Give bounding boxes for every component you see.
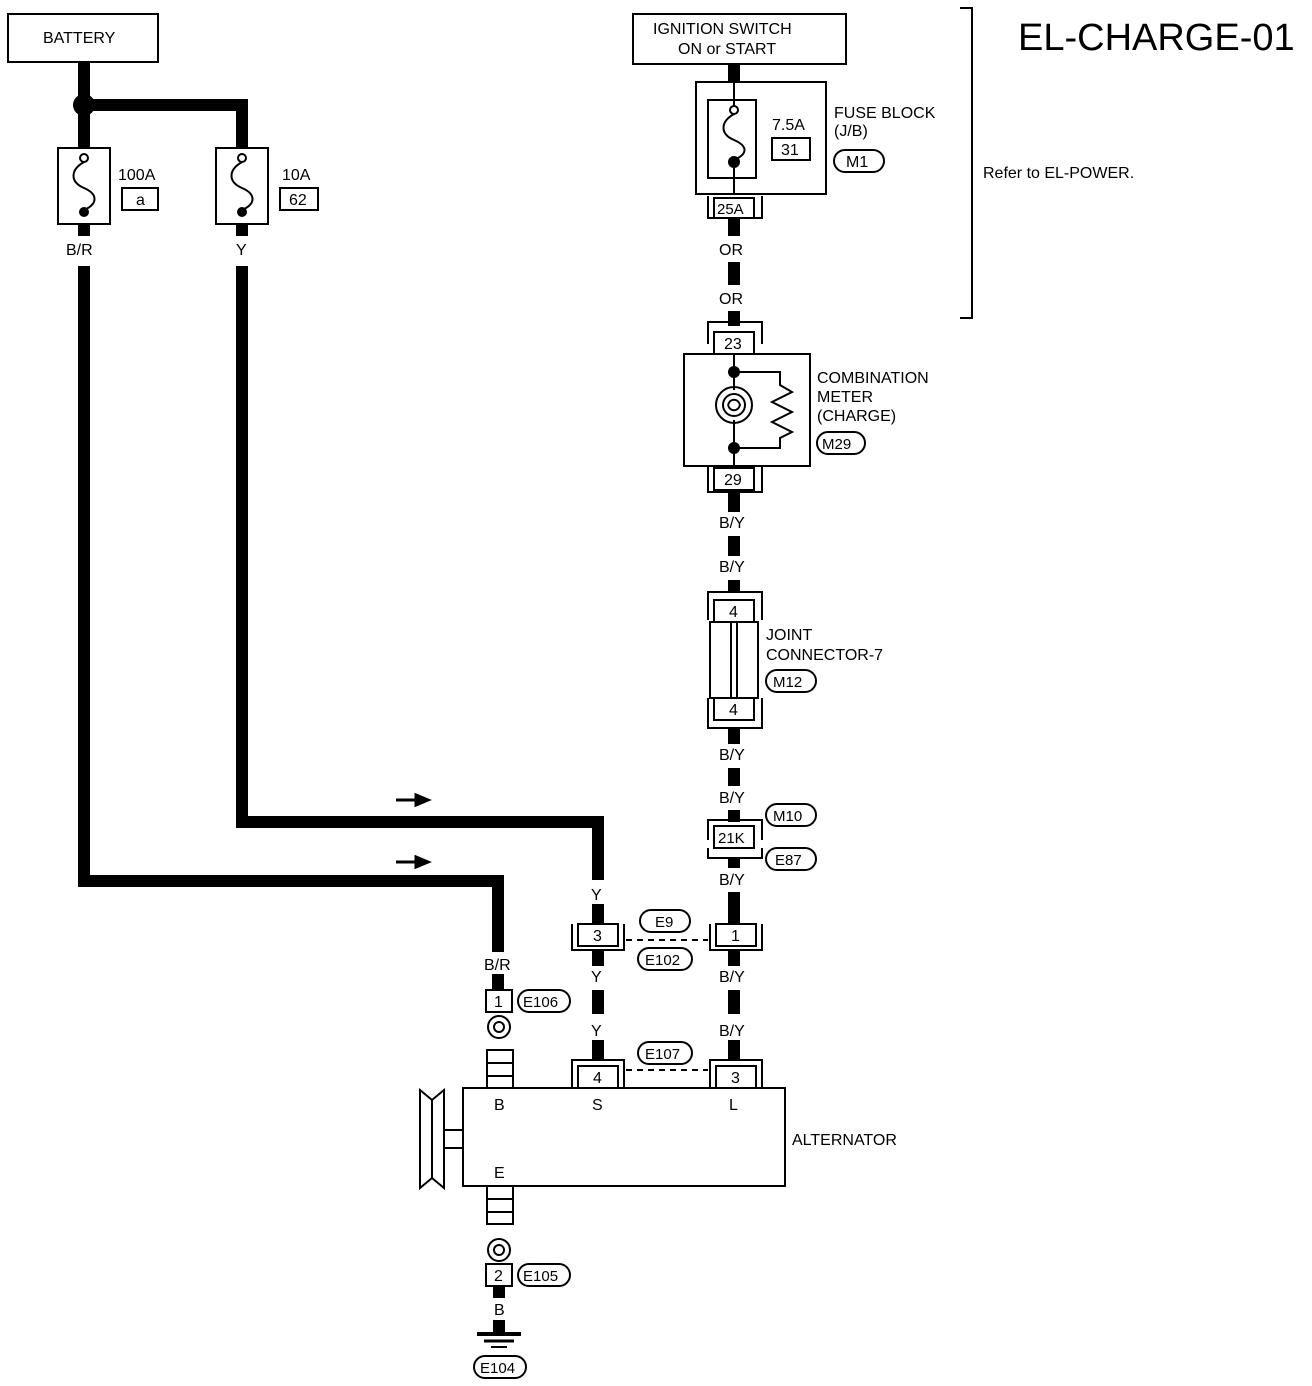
e105-terminal: 2 bbox=[494, 1268, 503, 1285]
wire-color-by-2: B/Y bbox=[719, 559, 745, 576]
joint-connector: 4 4 JOINT CONNECTOR-7 M12 bbox=[707, 591, 883, 729]
e107-terminal-left: 4 bbox=[593, 1070, 602, 1087]
refer-note: Refer to EL-POWER. bbox=[983, 165, 1134, 182]
e9-terminal-right: 1 bbox=[731, 928, 740, 945]
e107-terminal-right: 3 bbox=[731, 1070, 740, 1087]
m10-terminal: 21K bbox=[718, 830, 745, 847]
ring-terminal-icon bbox=[487, 1238, 511, 1262]
battery-branch-wire bbox=[84, 99, 248, 150]
m10-label-top: M10 bbox=[773, 808, 802, 825]
terminal-stud-e bbox=[486, 1185, 514, 1225]
wire-color-or-2: OR bbox=[719, 291, 743, 308]
fuse-block: 7.5A 31 FUSE BLOCK (J/B) M1 25A bbox=[695, 81, 936, 219]
fuse-10a-rating: 10A bbox=[282, 167, 311, 184]
connector-e105: 2 E105 bbox=[485, 1238, 571, 1287]
alternator-label: ALTERNATOR bbox=[792, 1132, 897, 1149]
wire-color-y-1: Y bbox=[591, 887, 602, 904]
fuse-100a-rating: 100A bbox=[118, 167, 156, 184]
fuse-block-rating: 7.5A bbox=[772, 117, 805, 134]
wire-color-by-7: B/Y bbox=[719, 1023, 745, 1040]
fuse-10a-id: 62 bbox=[289, 192, 307, 209]
meter-line2: METER bbox=[817, 389, 873, 406]
wire-color-or-1: OR bbox=[719, 242, 743, 259]
battery: BATTERY bbox=[7, 13, 159, 63]
e106-label: E106 bbox=[523, 994, 558, 1011]
meter-line3: (CHARGE) bbox=[817, 408, 896, 425]
ignition-line2: ON or START bbox=[678, 41, 776, 58]
connector-e106: 1 E106 bbox=[485, 989, 571, 1039]
e9-terminal-left: 3 bbox=[593, 928, 602, 945]
alternator-terminal-e: E bbox=[494, 1165, 505, 1182]
ring-terminal-icon bbox=[487, 1015, 511, 1039]
battery-label: BATTERY bbox=[43, 30, 116, 47]
fuse-block-fuse-no: 31 bbox=[781, 142, 799, 159]
wire-color-br-bottom: B/R bbox=[484, 957, 511, 974]
joint-line1: JOINT bbox=[766, 627, 812, 644]
charge-lamp-icon bbox=[715, 386, 753, 424]
m10-label-bottom: E87 bbox=[775, 852, 802, 869]
br-wire bbox=[78, 224, 504, 952]
e9-label-bottom: E102 bbox=[645, 952, 680, 969]
fuse-block-line1: FUSE BLOCK bbox=[834, 105, 936, 122]
wire-color-y-3: Y bbox=[591, 1023, 602, 1040]
combination-meter: 23 COMBINATION METER (CHARGE) M29 29 bbox=[683, 321, 929, 493]
arrow-icon bbox=[396, 792, 432, 808]
wire-color-by-4: B/Y bbox=[719, 790, 745, 807]
wire-color-b: B bbox=[494, 1302, 505, 1319]
ground-label: E104 bbox=[480, 1360, 515, 1377]
ignition-line1: IGNITION SWITCH bbox=[653, 21, 792, 38]
connector-e107: 4 3 E107 bbox=[571, 1041, 763, 1089]
joint-line2: CONNECTOR-7 bbox=[766, 647, 883, 664]
e9-label-top: E9 bbox=[655, 914, 673, 931]
terminal-stud-b bbox=[486, 1049, 514, 1089]
arrow-icon bbox=[396, 854, 432, 870]
wire-color-by-5: B/Y bbox=[719, 872, 745, 889]
e105-label: E105 bbox=[523, 1268, 558, 1285]
joint-terminal-top: 4 bbox=[729, 604, 738, 621]
page-title: EL-CHARGE-01 bbox=[1018, 17, 1295, 59]
fuse-block-connector: M1 bbox=[846, 154, 868, 171]
meter-terminal-top: 23 bbox=[724, 336, 742, 353]
e107-label: E107 bbox=[645, 1046, 680, 1063]
joint-connector-id: M12 bbox=[773, 674, 802, 691]
ground-icon bbox=[477, 1332, 521, 1348]
e106-terminal: 1 bbox=[494, 994, 503, 1011]
connector-e9: Y 3 1 E9 E102 bbox=[571, 887, 763, 971]
wire-color-y-top: Y bbox=[236, 242, 247, 259]
wire-color-by-6: B/Y bbox=[719, 969, 745, 986]
joint-terminal-bottom: 4 bbox=[729, 702, 738, 719]
fuse-10a: 10A 62 bbox=[215, 147, 319, 225]
alternator-terminal-l: L bbox=[729, 1097, 738, 1114]
meter-connector: M29 bbox=[822, 436, 851, 453]
alternator-terminal-b: B bbox=[494, 1097, 505, 1114]
refer-bracket bbox=[960, 7, 973, 319]
wire-color-by-1: B/Y bbox=[719, 515, 745, 532]
connector-m10: 21K M10 E87 bbox=[707, 803, 817, 871]
wire-color-by-3: B/Y bbox=[719, 747, 745, 764]
ground: E104 bbox=[473, 1332, 527, 1379]
alternator: B S L E ALTERNATOR bbox=[419, 1087, 897, 1191]
ignition-switch: IGNITION SWITCH ON or START bbox=[632, 13, 847, 65]
y-wire bbox=[236, 224, 604, 880]
meter-terminal-bottom: 29 bbox=[724, 472, 742, 489]
fuse-100a-id: a bbox=[136, 192, 145, 209]
fuse-100a: 100A a bbox=[57, 147, 159, 225]
meter-line1: COMBINATION bbox=[817, 370, 929, 387]
wire-color-br-top: B/R bbox=[66, 242, 93, 259]
pulley-icon bbox=[419, 1087, 463, 1191]
fuse-block-terminal: 25A bbox=[717, 201, 744, 218]
fuse-block-line2: (J/B) bbox=[834, 123, 868, 140]
wire-color-y-2: Y bbox=[591, 969, 602, 986]
alternator-terminal-s: S bbox=[592, 1097, 603, 1114]
